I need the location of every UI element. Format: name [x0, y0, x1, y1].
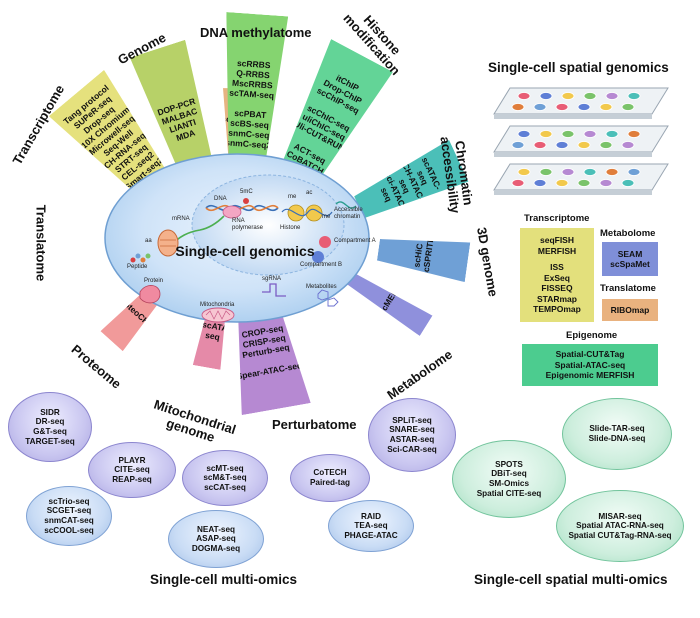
multiomics-oval-o1: SIDR DR-seq G&T-seq TARGET-seq — [8, 392, 92, 462]
label-histone: Histone — [280, 225, 301, 231]
multiomics-oval-o7: NEAT-seq ASAP-seq DOGMA-seq — [168, 510, 264, 568]
multiomics-oval-o5: SPLiT-seq SNARE-seq ASTAR-seq Sci-CAR-se… — [368, 398, 456, 472]
spatial-multiomics-oval-s2: SPOTS DBiT-seq SM-Omics Spatial CITE-seq — [452, 440, 566, 518]
multiomics-oval-o3: scMT-seq scM&T-seq scCAT-seq — [182, 450, 268, 506]
spatial-translatome-label: Translatome — [600, 283, 656, 294]
category-dna-methylatome: DNA methylatome — [200, 25, 312, 40]
label-mrna: mRNA — [172, 216, 190, 222]
spatial-metabolome-label: Metabolome — [600, 228, 656, 239]
label-peptide: Peptide — [127, 264, 148, 270]
compartment-a — [319, 236, 331, 248]
multiomics-heading: Single-cell multi-omics — [150, 572, 298, 587]
label-ac: ac — [306, 190, 313, 196]
dna-strand-2 — [205, 204, 279, 212]
category-perturbatome: Perturbatome — [272, 417, 357, 432]
multiomics-oval-o8: RAID TEA-seq PHAGE-ATAC — [328, 500, 414, 552]
peptide-chain — [130, 253, 151, 263]
multiomics-oval-o2: PLAYR CITE-seq REAP-seq — [88, 442, 176, 498]
tissue-slide-3 — [493, 163, 669, 195]
tissue-slide-2 — [493, 125, 669, 157]
spatial-translatome-box: RIBOmap — [602, 299, 658, 321]
label-protein: Protein — [144, 278, 164, 284]
label-me-2: me — [322, 214, 331, 220]
tissue-slide-1 — [493, 87, 669, 119]
spatial-multiomics-heading: Single-cell spatial multi-omics — [474, 572, 668, 587]
spatial-epigenome-box: Spatial-CUT&Tag Spatial-ATAC-seq Epigeno… — [522, 344, 658, 386]
label-5mc: 5mC — [240, 189, 253, 195]
label-accessible-chromatin: Accessible chromatin — [334, 207, 363, 220]
label-compartment-a: Compartment A — [334, 238, 376, 244]
rna-polymerase — [222, 205, 242, 219]
spatial-transcriptome-methods-2: ISS ExSeq FISSEQ STARmap TEMPOmap — [533, 262, 581, 315]
spatial-multiomics-oval-s1: Slide-TAR-seq Slide-DNA-seq — [562, 398, 672, 470]
spatial-transcriptome-box: seqFISH MERFISH ISS ExSeq FISSEQ STARmap… — [520, 228, 594, 322]
methyl-mark — [243, 198, 249, 204]
spatial-transcriptome-label: Transcriptome — [524, 213, 590, 224]
spatial-transcriptome-methods-1: seqFISH MERFISH — [537, 235, 577, 256]
label-me-1: me — [288, 194, 297, 200]
label-dna: DNA — [214, 196, 227, 202]
center-title: Single-cell genomics — [175, 243, 315, 259]
protein-shape — [139, 285, 161, 304]
sgrna-shape — [262, 283, 286, 297]
spatial-multiomics-oval-s3: MISAR-seq Spatial ATAC-RNA-seq Spatial C… — [556, 490, 684, 562]
histone-dna — [281, 208, 333, 217]
label-rna-polymerase: RNA polymerase — [232, 218, 264, 231]
metabolite-molecules — [317, 289, 339, 307]
spatial-metabolome-box: SEAM scSpaMet — [602, 242, 658, 276]
spatial-genomics-heading: Single-cell spatial genomics — [488, 60, 669, 75]
compartment-b — [312, 251, 324, 263]
spatial-epigenome-label: Epigenome — [566, 330, 618, 341]
multiomics-oval-o4: CoTECH Paired-tag — [290, 454, 370, 502]
label-aa: aa — [145, 238, 152, 244]
label-sgrna: sgRNA — [262, 276, 282, 282]
label-metabolites: Metabolites — [306, 284, 337, 290]
label-compartment-b: Compartment B — [300, 262, 343, 268]
nucleus — [191, 174, 345, 276]
multiomics-oval-o6: scTrio-seq SCGET-seq snmCAT-seq scCOOL-s… — [26, 486, 112, 546]
ribosome — [157, 229, 179, 257]
mrna-strand — [169, 215, 225, 247]
histone-2 — [305, 204, 323, 222]
accessible-chromatin — [335, 201, 357, 209]
label-mitochondria: Mitochondria — [200, 302, 235, 308]
